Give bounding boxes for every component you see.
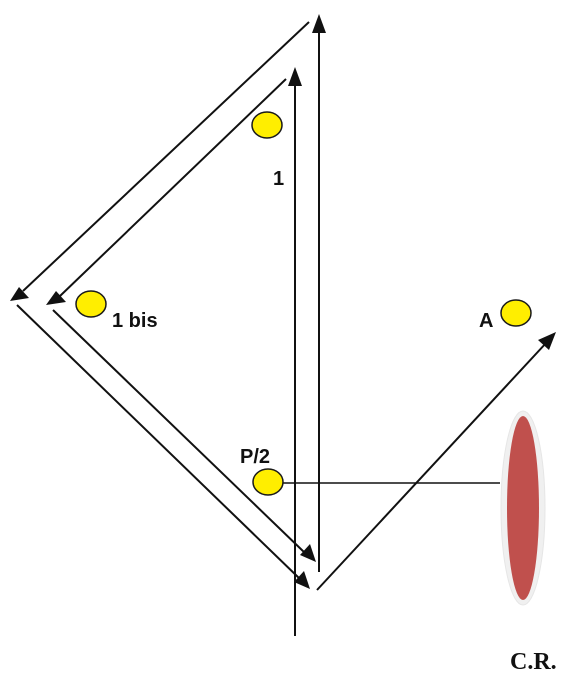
credit-label: C.R. bbox=[510, 649, 557, 675]
outer-lower-arrowhead bbox=[294, 571, 310, 589]
inner-upper-diagonal bbox=[59, 78, 287, 297]
point-1bis-marker bbox=[75, 290, 107, 318]
inner-vertical-arrowhead bbox=[288, 67, 302, 86]
outer-lower-diagonal bbox=[16, 304, 301, 580]
point-a-marker bbox=[500, 299, 532, 327]
point-1-label: 1 bbox=[273, 168, 284, 190]
point-1bis-label: 1 bis bbox=[112, 310, 158, 332]
outer-upper-diagonal bbox=[22, 21, 310, 292]
inner-lower-arrowhead bbox=[300, 544, 316, 562]
point-p2-label: P/2 bbox=[240, 446, 270, 468]
lens-icon bbox=[507, 416, 539, 600]
outer-left-arrowhead bbox=[10, 287, 29, 301]
rising-arrowhead bbox=[538, 332, 556, 350]
inner-left-arrowhead bbox=[46, 291, 66, 305]
rising-diagonal bbox=[316, 341, 548, 591]
outer-vertical-arrowhead bbox=[312, 14, 326, 33]
point-p2-marker bbox=[252, 468, 284, 496]
inner-lower-diagonal bbox=[52, 309, 306, 554]
point-1-marker bbox=[251, 111, 283, 139]
point-a-label: A bbox=[479, 310, 493, 332]
